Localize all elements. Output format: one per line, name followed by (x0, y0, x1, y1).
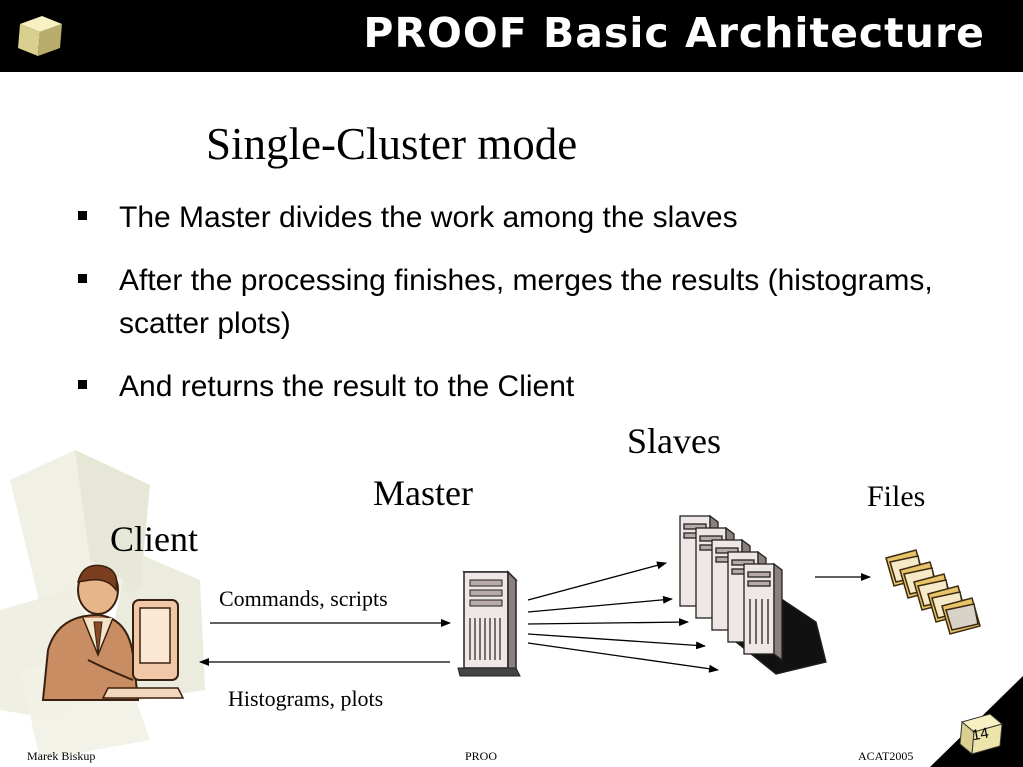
master-label: Master (373, 473, 473, 513)
master-to-slave-arrow-1 (527, 561, 667, 601)
footer-center: PROOF (465, 749, 498, 763)
commands-label: Commands, scripts (219, 586, 388, 611)
page-number-cube-icon (959, 713, 1004, 755)
bullet-item: The Master divides the work among the sl… (78, 196, 938, 239)
client-label: Client (110, 519, 198, 559)
master-to-slave-arrow-3 (527, 618, 689, 627)
title-bar: PROOF Basic Architecture (0, 0, 1023, 72)
bullet-list: The Master divides the work among the sl… (78, 196, 938, 428)
slaves-label: Slaves (627, 421, 721, 461)
files-label: Files (867, 480, 926, 513)
bullet-square-icon (78, 274, 87, 283)
page-number: 14 (970, 724, 991, 745)
master-to-slave-arrow-4 (527, 633, 706, 650)
bullet-square-icon (78, 380, 87, 389)
files-folders-icon (885, 549, 981, 635)
histograms-label: Histograms, plots (228, 686, 384, 711)
footer-conference: ACAT2005 (858, 749, 914, 763)
master-to-slave-arrow-5 (527, 642, 719, 673)
bullet-square-icon (78, 211, 87, 220)
cube-logo-icon (18, 16, 62, 56)
bullet-item: After the processing finishes, merges th… (78, 259, 938, 345)
bullet-item: And returns the result to the Client (78, 365, 938, 408)
slide-title: PROOF Basic Architecture (363, 9, 985, 57)
client-person-icon (41, 564, 185, 701)
slave-servers-icon (679, 514, 827, 675)
slide-subtitle: Single-Cluster mode (206, 119, 578, 169)
master-to-slave-arrow-2 (527, 595, 673, 613)
footer-author: Marek Biskup (27, 749, 96, 763)
master-server-icon (457, 570, 521, 677)
